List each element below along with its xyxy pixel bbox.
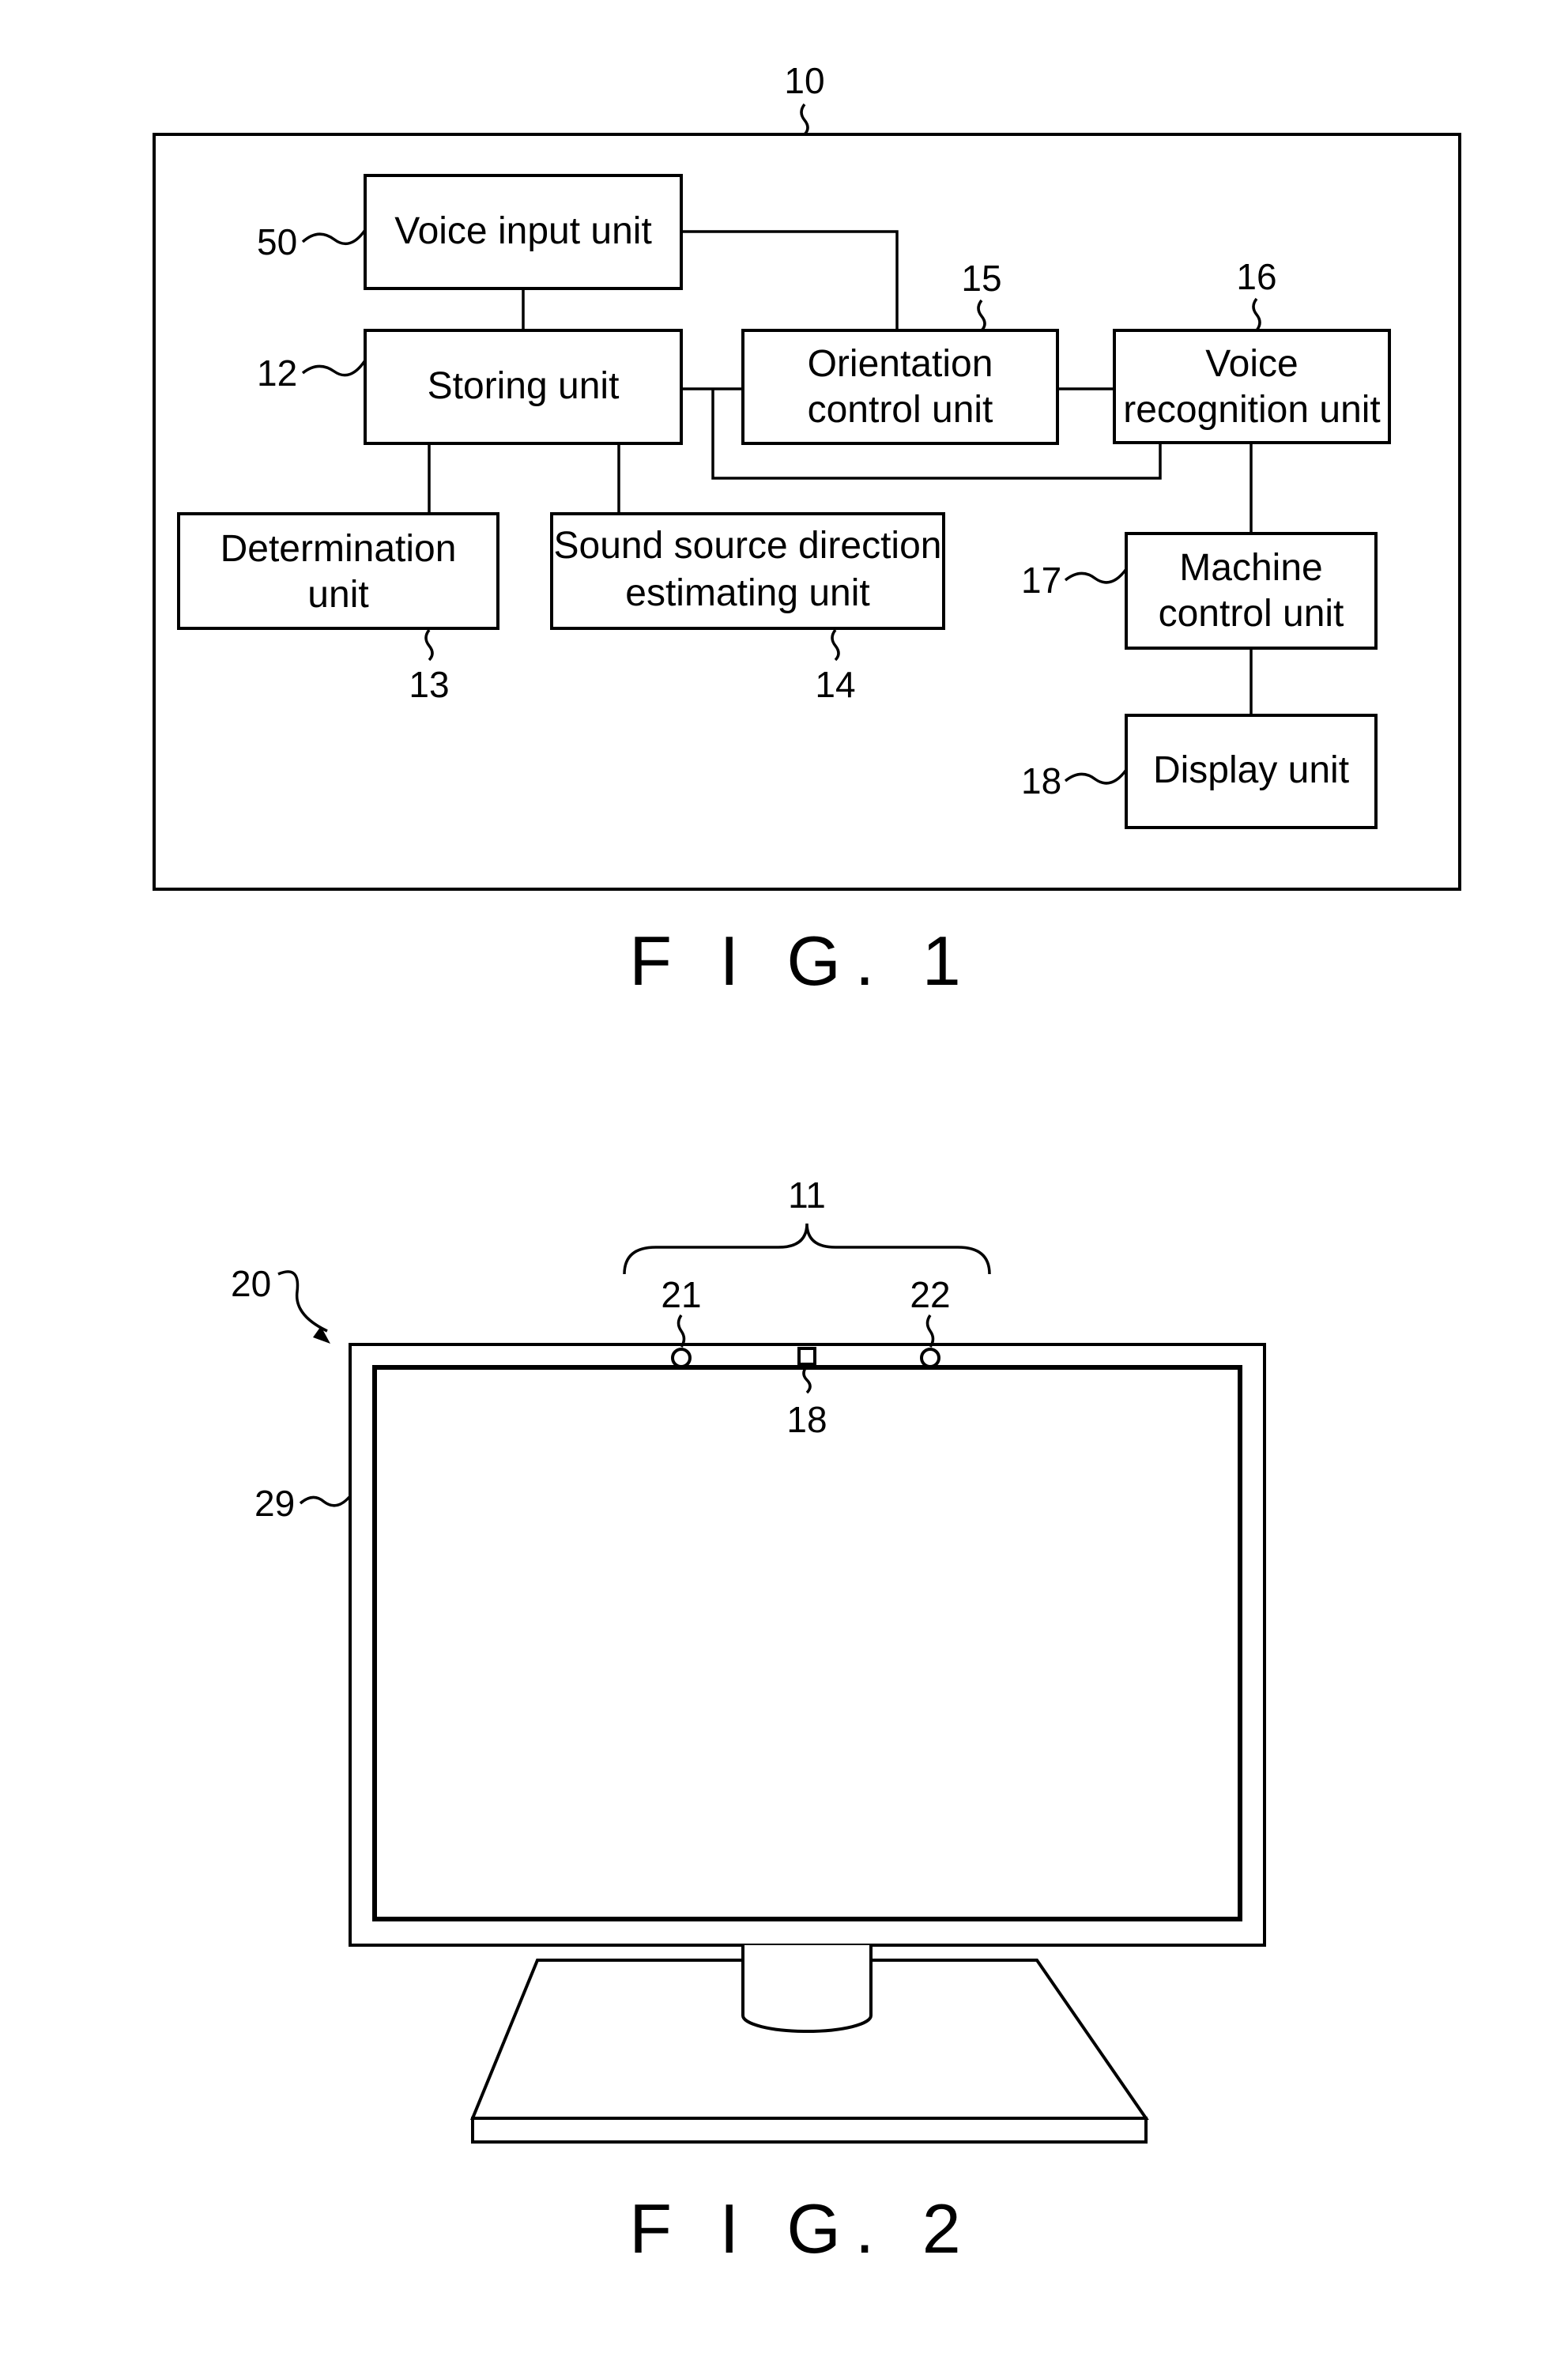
ref-leader: [804, 1366, 810, 1393]
block-machine-control-unit: Machine control unit 17: [1021, 534, 1376, 648]
block-label-line1: Orientation: [808, 343, 993, 385]
block-label-line2: estimating unit: [625, 572, 870, 614]
ref-leader: [303, 360, 365, 375]
ref-determination: 13: [409, 664, 449, 705]
mic-array-brace: [624, 1224, 989, 1274]
ref-machine-control: 17: [1021, 560, 1061, 601]
ref-indicator: 18: [786, 1399, 827, 1440]
monitor-stand: [473, 1945, 1146, 2142]
ref-leader: [1065, 569, 1126, 583]
block-display-unit: Display unit 18: [1021, 715, 1376, 828]
ref-leader: [300, 1497, 349, 1506]
block-label: Storing unit: [428, 365, 620, 407]
block-label-line2: control unit: [1159, 593, 1344, 635]
block-voice-input-unit: Voice input unit 50: [257, 175, 681, 288]
ref-leader: [679, 1315, 684, 1347]
monitor-screen: [375, 1367, 1240, 1919]
ref-voice-recognition: 16: [1236, 256, 1276, 297]
block-label-line1: Determination: [220, 528, 457, 570]
block-orientation-control-unit: Orientation control unit 15: [743, 258, 1057, 443]
block-label: Voice input unit: [394, 210, 652, 252]
fig2-caption: F I G. 2: [629, 2189, 974, 2268]
ref-system-leader: [801, 104, 808, 134]
block-label-line1: Voice: [1205, 343, 1298, 385]
ref-orientation: 15: [961, 258, 1001, 299]
block-sound-source-direction-unit: Sound source direction estimating unit 1…: [552, 514, 944, 705]
ref-leader: [1253, 299, 1260, 330]
block-label-line2: control unit: [808, 389, 993, 431]
block-label-line1: Sound source direction: [554, 525, 942, 567]
ref-storing: 12: [257, 353, 297, 394]
ref-leader: [426, 630, 432, 660]
block-label-line2: recognition unit: [1123, 389, 1381, 431]
ref-mic-right: 22: [910, 1274, 950, 1315]
ref-device: 20: [231, 1263, 271, 1304]
fig1-block-diagram: 10 Voice input unit 50 Storing unit 12: [154, 60, 1460, 1000]
ref-system: 10: [784, 60, 824, 101]
ref-screen: 29: [254, 1483, 295, 1524]
ref-mic-array: 11: [788, 1175, 826, 1216]
fig2-monitor-drawing: 11 20 21 22 18 29 F I G. 2: [231, 1175, 1265, 2268]
block-voice-recognition-unit: Voice recognition unit 16: [1114, 256, 1389, 443]
ref-leader: [303, 230, 365, 243]
block-label-line2: unit: [307, 574, 368, 616]
microphone-left: [673, 1349, 690, 1367]
block-label: Display unit: [1153, 749, 1349, 791]
ref-leader: [1065, 770, 1126, 783]
ref-mic-left: 21: [661, 1274, 701, 1315]
fig1-caption: F I G. 1: [629, 922, 974, 1000]
ref-voice-input: 50: [257, 221, 297, 262]
arrow-head: [313, 1326, 330, 1344]
display-indicator: [799, 1348, 815, 1364]
ref-leader: [928, 1315, 933, 1347]
microphone-right: [922, 1349, 939, 1367]
ref-sound-source: 14: [815, 664, 855, 705]
ref-leader: [832, 630, 839, 660]
ref-display: 18: [1021, 760, 1061, 801]
block-label-line1: Machine: [1179, 547, 1322, 589]
block-storing-unit: Storing unit 12: [257, 330, 681, 443]
ref-leader: [978, 300, 985, 330]
block-determination-unit: Determination unit 13: [179, 514, 498, 705]
ref-device-arrow: [278, 1272, 327, 1331]
